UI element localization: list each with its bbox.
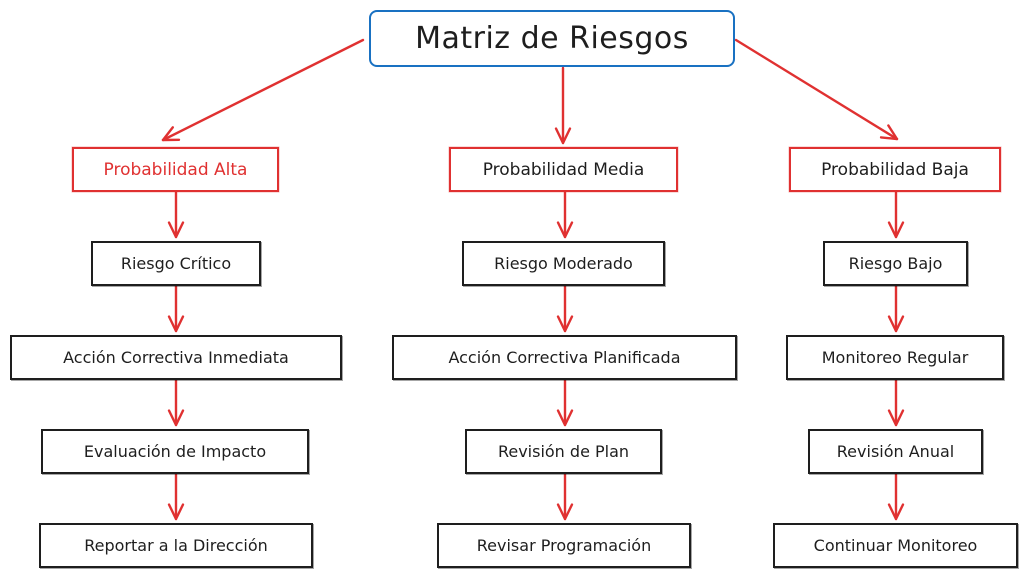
arrowhead-icon xyxy=(887,503,905,521)
arrowhead-icon xyxy=(556,221,574,239)
category-node-label: Probabilidad Alta xyxy=(103,159,248,180)
arrow-col1-step0 xyxy=(556,190,574,239)
arrowhead-icon xyxy=(167,315,185,333)
arrow-col2-step2 xyxy=(887,378,905,427)
step-node-label: Revisión Anual xyxy=(836,442,955,461)
arrowhead-icon xyxy=(887,221,905,239)
arrow-root-to-probabilidad-baja xyxy=(734,38,899,141)
category-node-probabilidad-media[interactable]: Probabilidad Media xyxy=(449,147,678,192)
arrow-col2-step1 xyxy=(887,284,905,333)
arrow-col1-step3 xyxy=(556,472,574,521)
step-node-label: Continuar Monitoreo xyxy=(813,536,978,555)
arrowhead-icon xyxy=(554,127,572,145)
step-node-label: Acción Correctiva Inmediata xyxy=(63,348,289,367)
arrowhead-icon xyxy=(879,124,899,141)
arrowhead-icon xyxy=(887,409,905,427)
arrow-col0-step0 xyxy=(167,190,185,239)
arrow-col1-step1 xyxy=(556,284,574,333)
category-node-label: Probabilidad Baja xyxy=(821,159,969,180)
arrowhead-icon xyxy=(556,315,574,333)
arrowhead-icon xyxy=(167,409,185,427)
step-node-revision-de-plan[interactable]: Revisión de Plan xyxy=(465,429,662,474)
arrow-col2-step0 xyxy=(887,190,905,239)
arrowhead-icon xyxy=(167,503,185,521)
category-node-probabilidad-alta[interactable]: Probabilidad Alta xyxy=(72,147,279,192)
arrow-root-to-probabilidad-media xyxy=(554,66,572,145)
arrow-col0-step2 xyxy=(167,378,185,427)
step-node-riesgo-critico[interactable]: Riesgo Crítico xyxy=(91,241,261,286)
arrow-col2-step3 xyxy=(887,472,905,521)
step-node-label: Revisar Programación xyxy=(476,536,652,555)
root-node-label: Matriz de Riesgos xyxy=(415,21,689,56)
step-node-reportar-a-la-direccion[interactable]: Reportar a la Dirección xyxy=(39,523,313,568)
step-node-label: Reportar a la Dirección xyxy=(84,536,268,555)
arrow-col0-step3 xyxy=(167,472,185,521)
step-node-continuar-monitoreo[interactable]: Continuar Monitoreo xyxy=(773,523,1018,568)
arrowhead-icon xyxy=(887,315,905,333)
step-node-label: Evaluación de Impacto xyxy=(83,442,267,461)
category-node-label: Probabilidad Media xyxy=(482,159,645,180)
step-node-label: Revisión de Plan xyxy=(497,442,630,461)
arrowhead-icon xyxy=(161,126,181,142)
arrowhead-icon xyxy=(167,221,185,239)
category-node-probabilidad-baja[interactable]: Probabilidad Baja xyxy=(789,147,1001,192)
step-node-revisar-programacion[interactable]: Revisar Programación xyxy=(437,523,691,568)
step-node-evaluacion-de-impacto[interactable]: Evaluación de Impacto xyxy=(41,429,309,474)
connector-line xyxy=(161,38,365,142)
step-node-riesgo-moderado[interactable]: Riesgo Moderado xyxy=(462,241,665,286)
step-node-accion-correctiva-planificada[interactable]: Acción Correctiva Planificada xyxy=(392,335,737,380)
step-node-accion-correctiva-inmediata[interactable]: Acción Correctiva Inmediata xyxy=(10,335,342,380)
arrow-col1-step2 xyxy=(556,378,574,427)
step-node-label: Riesgo Moderado xyxy=(494,254,633,273)
arrowhead-icon xyxy=(556,409,574,427)
step-node-riesgo-bajo[interactable]: Riesgo Bajo xyxy=(823,241,968,286)
step-node-monitoreo-regular[interactable]: Monitoreo Regular xyxy=(786,335,1004,380)
arrowhead-icon xyxy=(556,503,574,521)
arrow-root-to-probabilidad-alta xyxy=(161,38,365,142)
step-node-label: Riesgo Crítico xyxy=(120,254,232,273)
root-node-matriz-de-riesgos[interactable]: Matriz de Riesgos xyxy=(369,10,735,67)
step-node-label: Monitoreo Regular xyxy=(821,348,969,367)
step-node-label: Riesgo Bajo xyxy=(848,254,943,273)
arrow-col0-step1 xyxy=(167,284,185,333)
connector-line xyxy=(734,38,899,141)
step-node-revision-anual[interactable]: Revisión Anual xyxy=(808,429,983,474)
step-node-label: Acción Correctiva Planificada xyxy=(448,348,681,367)
